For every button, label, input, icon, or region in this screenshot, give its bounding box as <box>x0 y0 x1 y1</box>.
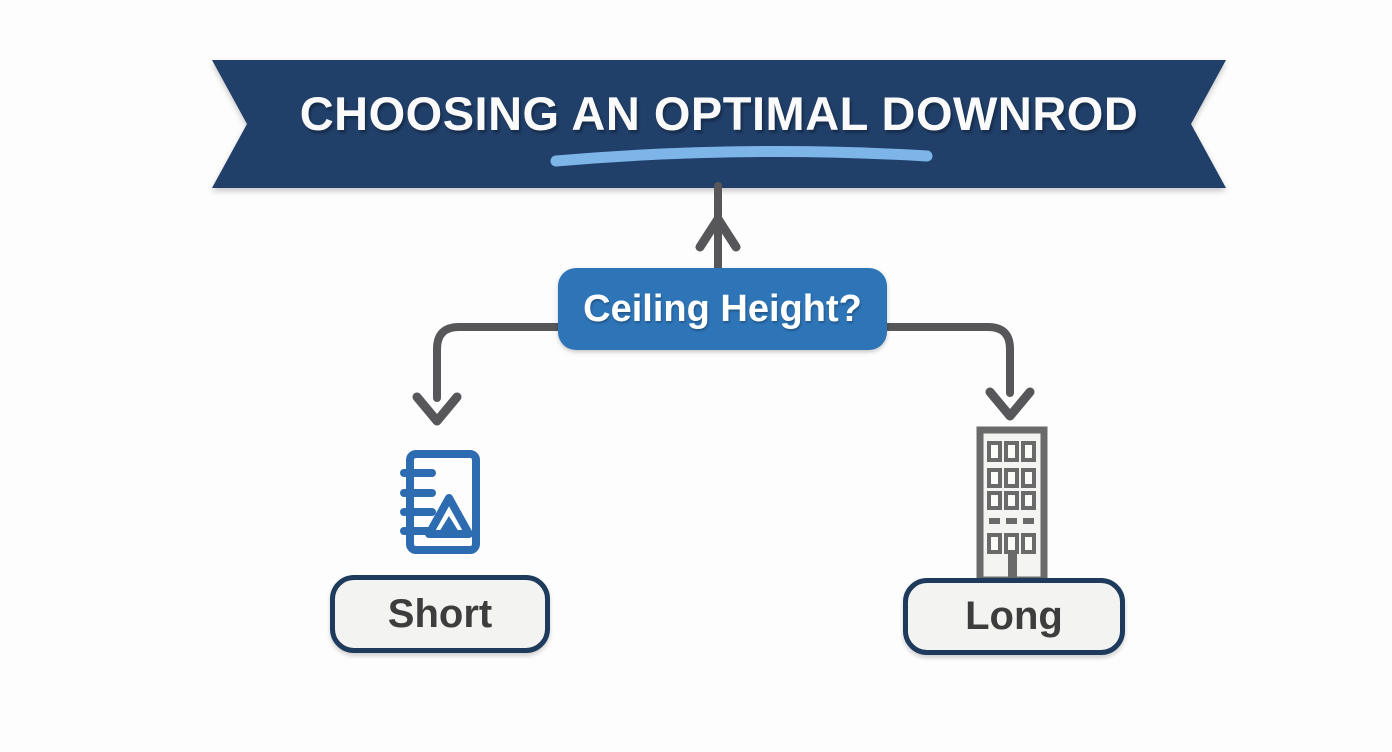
short-option-button: Short <box>330 575 550 653</box>
ribbon-shape: CHOOSING AN OPTIMAL DOWNROD <box>212 60 1226 188</box>
short-option-label: Short <box>387 591 493 636</box>
tall-building-icon <box>976 426 1048 584</box>
connector-right-branch <box>871 323 1014 397</box>
connector-left-branch <box>433 323 574 402</box>
page-title: CHOOSING AN OPTIMAL DOWNROD <box>299 87 1139 140</box>
down-arrow-right-icon <box>985 387 1035 421</box>
long-option-button: Long <box>903 578 1125 655</box>
decision-node-ceiling-height: Ceiling Height? <box>558 268 887 350</box>
title-underline-swoosh <box>550 146 933 167</box>
decision-label: Ceiling Height? <box>583 287 862 330</box>
ruler-warning-icon <box>400 450 480 554</box>
long-option-label: Long <box>965 594 1063 638</box>
down-arrow-left-icon <box>412 392 462 426</box>
up-arrow-icon <box>695 214 741 252</box>
title-banner: CHOOSING AN OPTIMAL DOWNROD <box>212 60 1226 188</box>
